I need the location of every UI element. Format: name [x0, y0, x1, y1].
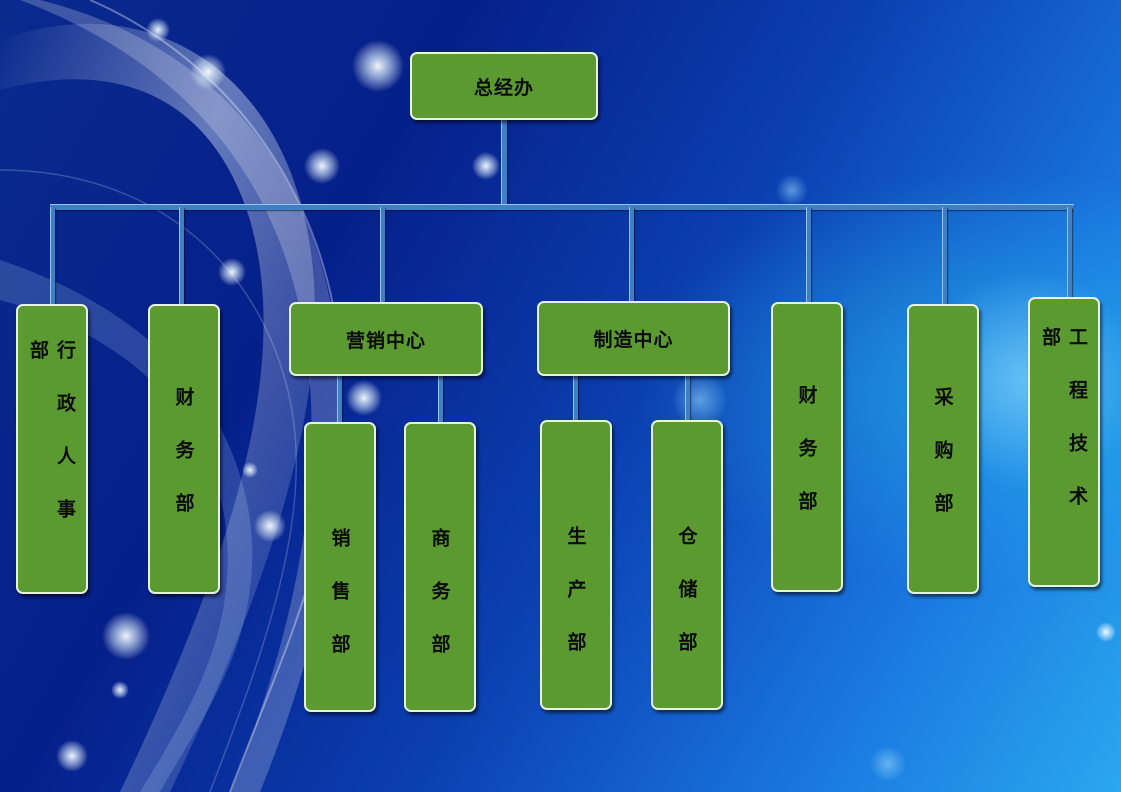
- connector-production: [573, 374, 578, 422]
- node-business: 商务部: [404, 422, 476, 712]
- connector-manufacturing-center: [629, 207, 634, 305]
- connector-admin-hr: [50, 207, 55, 305]
- node-admin-hr: 行政人事部: [16, 304, 88, 594]
- node-sales: 销售部: [304, 422, 376, 712]
- connector-business: [438, 374, 443, 424]
- node-warehouse: 仓储部: [651, 420, 723, 710]
- connector-marketing-center: [380, 207, 385, 305]
- node-purchasing: 采购部: [907, 304, 979, 594]
- connector-warehouse: [685, 374, 690, 422]
- node-manufacturing-center: 制造中心: [537, 301, 730, 376]
- connector-main-bus: [50, 204, 1074, 210]
- connector-finance-2: [806, 207, 811, 305]
- node-engineering: 工程技术部: [1028, 297, 1100, 587]
- node-production: 生产部: [540, 420, 612, 710]
- connector-sales: [337, 374, 342, 424]
- node-finance-1: 财务部: [148, 304, 220, 594]
- node-root: 总经办: [410, 52, 598, 120]
- node-marketing-center: 营销中心: [289, 302, 483, 376]
- node-finance-2: 财务部: [771, 302, 843, 592]
- connector-purchasing: [942, 207, 947, 305]
- connector-root: [501, 118, 507, 208]
- connector-engineering: [1067, 207, 1072, 300]
- connector-finance-1: [179, 207, 184, 305]
